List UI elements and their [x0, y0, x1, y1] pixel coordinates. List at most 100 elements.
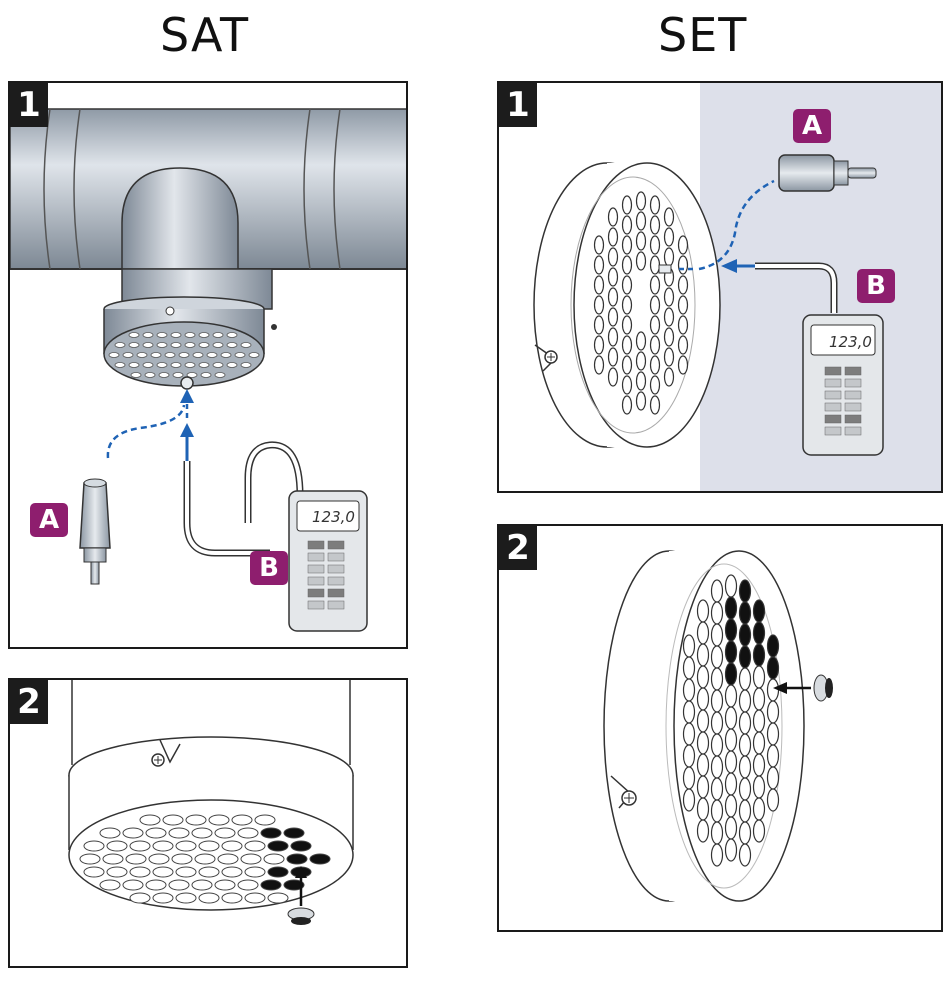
perforation-hole: [724, 750, 738, 774]
perforation-hole: [752, 731, 766, 755]
perforation-hole: [677, 335, 689, 355]
perforation-hole: [198, 332, 210, 338]
label-a-badge: A: [793, 109, 831, 143]
keypad-key: [327, 576, 345, 586]
perforation-hole: [607, 227, 619, 247]
perforation-hole: [184, 362, 196, 368]
perforation-hole: [649, 295, 661, 315]
meter-display: 123,0: [312, 508, 355, 526]
perforation-hole: [191, 827, 213, 839]
set-disc-closeup: [603, 550, 833, 902]
keypad-key: [824, 390, 842, 400]
perforation-hole: [752, 753, 766, 777]
step-number: 1: [499, 83, 537, 127]
perforation-hole: [682, 678, 696, 702]
perforation-hole: [145, 827, 167, 839]
perforation-hole: [217, 853, 239, 865]
perforation-hole: [185, 814, 207, 826]
perforation-hole: [663, 367, 675, 387]
perforation-hole: [710, 645, 724, 669]
perforation-hole: [130, 372, 142, 378]
perforation-hole: [593, 335, 605, 355]
keypad-key: [844, 402, 862, 412]
keypad-key: [327, 552, 345, 562]
sat-panel-2: 2: [8, 678, 408, 968]
perforation-hole: [178, 352, 190, 358]
keypad-key: [307, 576, 325, 586]
perforation-hole: [696, 819, 710, 843]
perforation-hole: [125, 853, 147, 865]
perforation-hole: [663, 207, 675, 227]
perforation-hole: [710, 843, 724, 867]
keypad-key: [824, 378, 842, 388]
perforation-hole: [677, 295, 689, 315]
plugged-hole: [724, 618, 738, 642]
perforation-hole: [710, 623, 724, 647]
perforation-hole: [677, 315, 689, 335]
perforation-hole: [593, 275, 605, 295]
keypad-key: [824, 414, 842, 424]
perforation-hole: [192, 352, 204, 358]
perforation-hole: [724, 816, 738, 840]
perforation-hole: [649, 315, 661, 335]
sat-terminal-closeup: [68, 680, 354, 925]
perforation-hole: [200, 372, 212, 378]
plugged-hole: [290, 840, 312, 852]
perforation-hole: [240, 853, 262, 865]
perforation-hole: [152, 840, 174, 852]
plugged-hole: [724, 596, 738, 620]
perforation-hole: [212, 332, 224, 338]
perforation-hole: [237, 879, 259, 891]
perforation-hole: [191, 879, 213, 891]
perforation-hole: [682, 722, 696, 746]
perforation-hole: [724, 772, 738, 796]
perforation-hole: [152, 892, 174, 904]
perforation-hole: [226, 342, 238, 348]
perforation-hole: [738, 667, 752, 691]
perforation-hole: [237, 827, 259, 839]
perforation-hole: [593, 295, 605, 315]
perforation-hole: [226, 362, 238, 368]
perforation-hole: [635, 331, 647, 351]
perforation-hole: [710, 689, 724, 713]
perforation-hole: [710, 777, 724, 801]
perforation-hole: [696, 687, 710, 711]
perforation-hole: [635, 211, 647, 231]
perforation-hole: [677, 355, 689, 375]
perforation-hole: [738, 777, 752, 801]
perforation-hole: [156, 342, 168, 348]
perforation-hole: [621, 235, 633, 255]
plugged-hole: [738, 601, 752, 625]
meter-display: 123,0: [829, 333, 872, 351]
keypad-key: [327, 588, 345, 598]
perforation-hole: [244, 866, 266, 878]
perforation-hole: [607, 267, 619, 287]
perforation-hole: [83, 840, 105, 852]
perforation-hole: [724, 838, 738, 862]
perforation-hole: [738, 799, 752, 823]
perforation-hole: [621, 315, 633, 335]
perforation-hole: [244, 840, 266, 852]
perforation-hole: [766, 788, 780, 812]
perforation-hole: [752, 687, 766, 711]
perforation-hole: [214, 879, 236, 891]
sat-panel-1: 1: [8, 81, 408, 649]
perforation-hole: [212, 342, 224, 348]
perforation-hole: [710, 667, 724, 691]
perforation-hole: [106, 840, 128, 852]
perforation-hole: [607, 347, 619, 367]
perforation-hole: [663, 287, 675, 307]
perforation-hole: [221, 840, 243, 852]
perforation-hole: [607, 247, 619, 267]
perforation-hole: [144, 372, 156, 378]
plugged-hole: [752, 599, 766, 623]
perforation-hole: [114, 362, 126, 368]
perforation-hole: [738, 711, 752, 735]
perforation-hole: [607, 287, 619, 307]
perforation-hole: [724, 794, 738, 818]
perforation-hole: [635, 231, 647, 251]
perforation-hole: [234, 352, 246, 358]
perforation-hole: [621, 215, 633, 235]
perforation-hole: [114, 342, 126, 348]
perforation-hole: [231, 814, 253, 826]
